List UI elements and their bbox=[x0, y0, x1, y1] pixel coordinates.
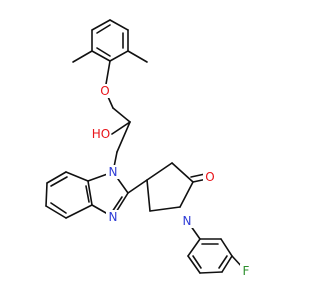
bond bbox=[199, 271, 223, 274]
lactam-nitrogen-label: N bbox=[183, 214, 192, 228]
bond bbox=[116, 121, 131, 153]
bond bbox=[127, 179, 148, 194]
bond bbox=[46, 171, 67, 184]
bond-double-inner bbox=[50, 202, 67, 214]
carbonyl-oxygen-label: O bbox=[205, 170, 214, 184]
bond-double-inner bbox=[111, 196, 123, 213]
bond bbox=[149, 206, 181, 212]
bond-double-inner bbox=[96, 24, 111, 34]
bond-double-inner bbox=[50, 176, 68, 187]
bond bbox=[65, 204, 93, 219]
bond bbox=[171, 162, 194, 183]
bond bbox=[112, 107, 131, 123]
benzimidazole-n1-label: N bbox=[109, 165, 118, 179]
hydroxyl-label: HO bbox=[92, 127, 110, 141]
bond bbox=[220, 238, 233, 257]
bond bbox=[187, 238, 201, 257]
bond bbox=[187, 255, 201, 274]
bond bbox=[91, 50, 111, 62]
bond-methyl-right bbox=[127, 50, 148, 63]
bond bbox=[179, 181, 194, 208]
benzimidazole-n3-label: N bbox=[109, 210, 118, 224]
bond bbox=[91, 19, 111, 31]
bond-methyl-left bbox=[72, 50, 93, 63]
bond bbox=[146, 162, 173, 181]
bond-double-inner bbox=[218, 255, 228, 269]
bond bbox=[109, 50, 129, 62]
bond bbox=[87, 180, 93, 206]
bond-carbonyl-inner bbox=[190, 173, 206, 178]
fluorine-label: F bbox=[243, 264, 250, 278]
atom-labels: O HO N N N O F bbox=[91, 84, 252, 278]
bond bbox=[65, 171, 89, 182]
bond bbox=[45, 205, 67, 219]
bond-double-inner bbox=[85, 185, 90, 203]
bond bbox=[221, 255, 233, 273]
bond bbox=[45, 182, 48, 207]
bond-double-inner bbox=[192, 255, 202, 269]
bond-lines bbox=[45, 19, 244, 274]
ether-oxygen-label: O bbox=[100, 84, 109, 98]
bond bbox=[146, 179, 151, 212]
bond-double-inner bbox=[96, 47, 111, 57]
bond bbox=[109, 19, 129, 31]
bond bbox=[111, 121, 131, 135]
molecule-structure: O HO N N N O F bbox=[45, 19, 252, 278]
